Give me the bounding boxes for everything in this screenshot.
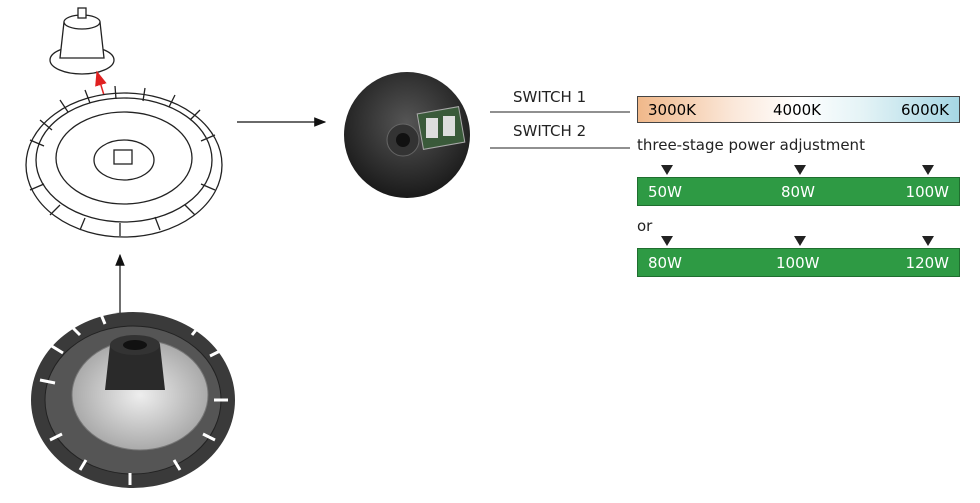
cct-option: 6000K [900, 101, 949, 119]
power-option: 50W [648, 183, 682, 201]
switch1-label: SWITCH 1 [513, 88, 587, 106]
marker-triangle-icon [661, 236, 673, 246]
switch-photo [344, 72, 470, 198]
power-bar-a: 50W 80W 100W [637, 177, 960, 206]
cct-option: 4000K [773, 101, 822, 119]
lamp-housing-drawing [25, 85, 223, 238]
lamp-photo [31, 311, 235, 488]
lamp-cap-drawing [49, 7, 115, 75]
cct-option: 3000K [648, 101, 697, 119]
power-option: 100W [776, 254, 820, 272]
power-option: 100W [905, 183, 949, 201]
marker-triangle-icon [661, 165, 673, 175]
marker-triangle-icon [794, 236, 806, 246]
color-temperature-bar: 3000K 4000K 6000K [637, 96, 960, 123]
power-bar-b: 80W 100W 120W [637, 248, 960, 277]
marker-triangle-icon [922, 165, 934, 175]
marker-triangle-icon [922, 236, 934, 246]
switch2-label: SWITCH 2 [513, 122, 587, 140]
power-option: 80W [781, 183, 815, 201]
power-description: three-stage power adjustment [637, 136, 865, 154]
power-option: 120W [905, 254, 949, 272]
or-label: or [637, 217, 653, 235]
marker-triangle-icon [794, 165, 806, 175]
power-option: 80W [648, 254, 682, 272]
